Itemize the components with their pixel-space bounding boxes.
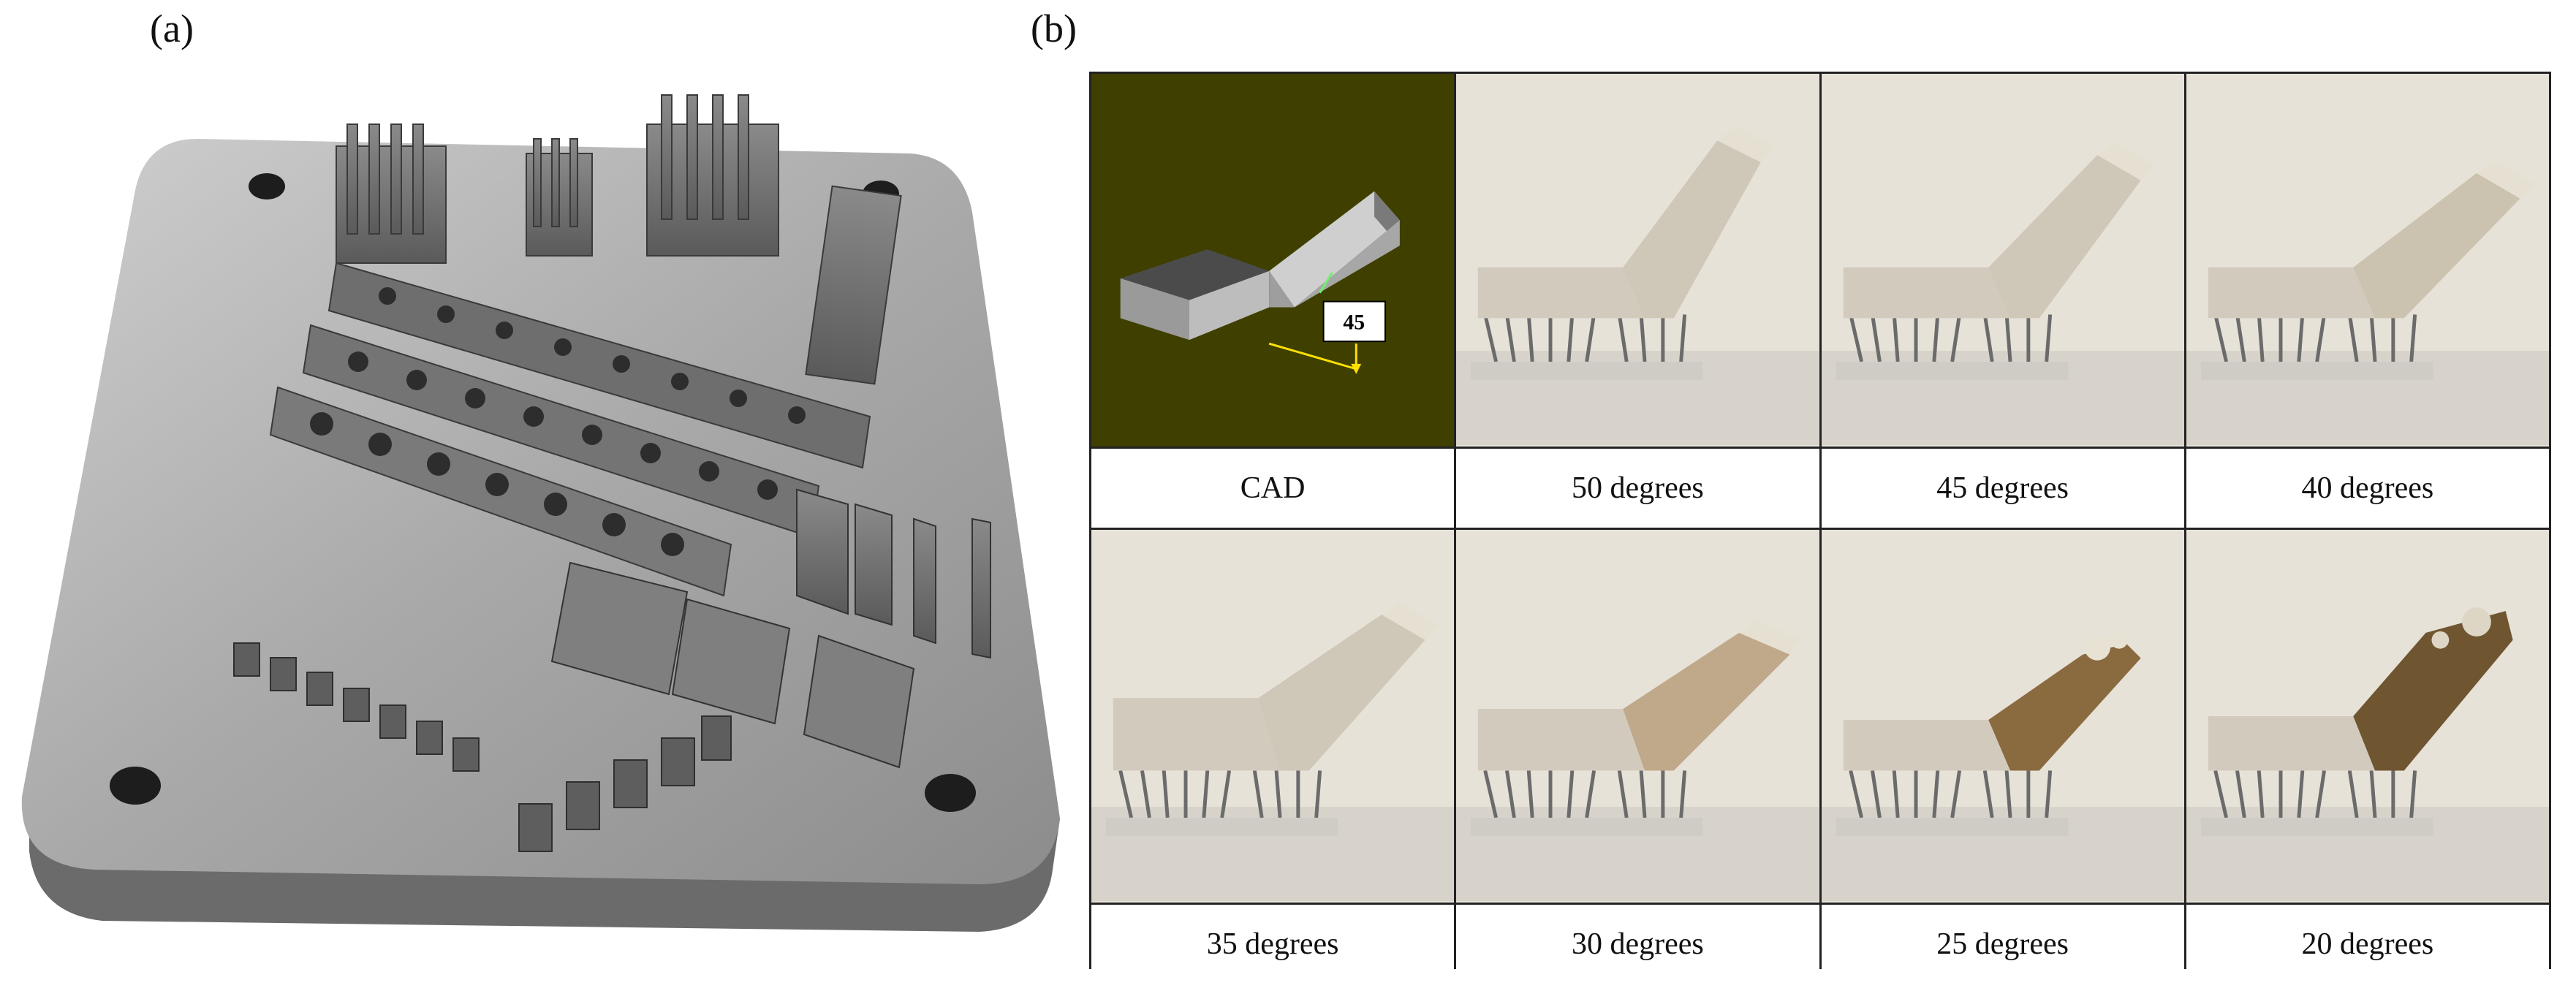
sample-image-25: [1821, 530, 2184, 903]
overhang-angle-grid: 45: [1089, 72, 2551, 984]
sample-image-35: [1091, 530, 1455, 903]
panel-a-label: (a): [150, 7, 194, 50]
build-plate-photo: [7, 66, 1082, 994]
cad-angle-label: 45: [1343, 310, 1365, 334]
caption-35-degrees: 35 degrees: [1091, 905, 1455, 984]
sample-image-40: [2186, 74, 2549, 447]
cad-model-image: 45: [1091, 74, 1455, 447]
sample-image-45: [1821, 74, 2184, 447]
caption-50-degrees: 50 degrees: [1456, 449, 1819, 528]
sample-image-30: [1456, 530, 1819, 903]
caption-cad: CAD: [1091, 449, 1455, 528]
sample-image-20: [2186, 530, 2549, 903]
caption-45-degrees: 45 degrees: [1821, 449, 2184, 528]
caption-30-degrees: 30 degrees: [1456, 905, 1819, 984]
panel-b-label: (b): [1031, 7, 1077, 50]
sample-image-50: [1456, 74, 1819, 447]
caption-25-degrees: 25 degrees: [1821, 905, 2184, 984]
caption-40-degrees: 40 degrees: [2186, 449, 2549, 528]
caption-20-degrees: 20 degrees: [2186, 905, 2549, 984]
